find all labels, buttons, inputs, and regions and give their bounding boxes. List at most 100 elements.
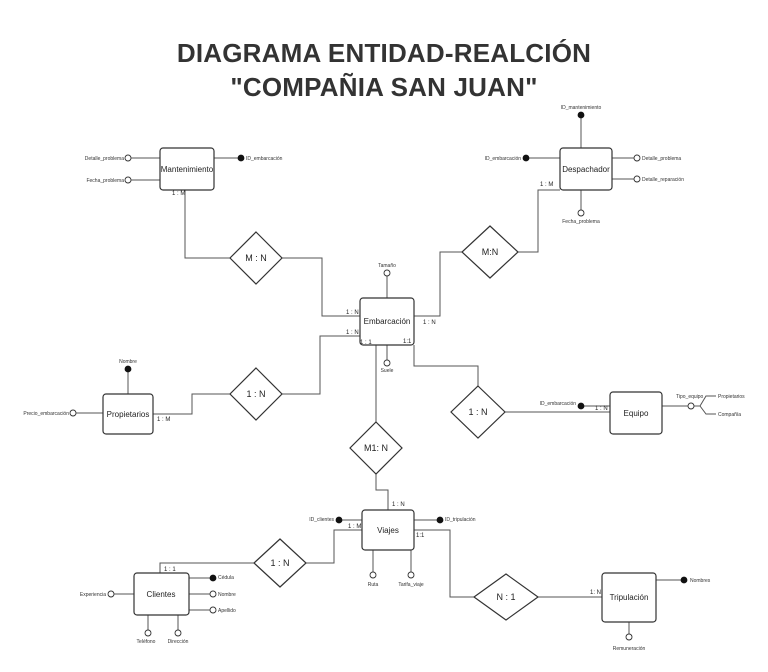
attr-desp-id-emb: ID_embarcación [485, 156, 522, 162]
connector-desp-rel [518, 189, 560, 253]
entity-despachador-label: Despachador [562, 165, 610, 174]
attr-via-tarifa: Tarifa_viaje [398, 582, 424, 588]
attr-via-id-clientes: ID_clientes [309, 517, 334, 523]
relationship-prop-emb-label: 1 : N [246, 389, 265, 399]
attr-marker-desp-fecha [577, 209, 585, 217]
entity-despachador[interactable]: Despachador [559, 147, 613, 191]
entity-mantenimiento[interactable]: Mantenimiento [159, 147, 215, 191]
attr-marker-cli-experiencia [107, 590, 115, 598]
attr-marker-emb-suele [383, 359, 391, 367]
attr-mant-fecha: Fecha_problema [86, 178, 124, 184]
attr-mant-id-emb: ID_embarcación [246, 156, 283, 162]
relationship-emb-equipo-label: 1 : N [468, 407, 487, 417]
attr-marker-cli-nombre [209, 590, 217, 598]
cardinality-emb-b2: 1:1 [403, 339, 412, 345]
attr-prop-precio: Precio_embarcación [23, 411, 69, 417]
attr-desp-detalle: Detalle_problema [642, 156, 681, 162]
entity-propietarios[interactable]: Propietarios [102, 393, 154, 435]
relationship-viajes-trip[interactable]: N : 1 [472, 573, 540, 621]
attr-marker-desp-detalle [633, 154, 641, 162]
key-marker-mant-id-emb [237, 154, 245, 162]
attr-desp-fecha: Fecha_problema [562, 219, 600, 225]
cardinality-prop: 1 : M [157, 417, 170, 423]
attr-marker-trip-remuneracion [625, 633, 633, 641]
cardinality-clientes: 1 : 1 [164, 567, 176, 573]
entity-tripulacion[interactable]: Tripulación [601, 572, 657, 623]
attr-trip-nombres: Nombres [690, 578, 711, 584]
key-marker-eq-id-emb [577, 402, 585, 410]
relationship-viajes-clientes-label: 1 : N [270, 558, 289, 568]
key-marker-desp-id-mant [577, 111, 585, 119]
cardinality-desp: 1 : M [540, 182, 553, 188]
attr-via-id-trip: ID_tripulación [445, 517, 476, 523]
entity-viajes[interactable]: Viajes [361, 509, 415, 551]
entity-mantenimiento-label: Mantenimiento [161, 165, 214, 174]
diagram-title-line1: DIAGRAMA ENTIDAD-REALCIÓN [176, 38, 592, 68]
attribute-markers [69, 111, 695, 641]
entity-equipo[interactable]: Equipo [609, 391, 663, 435]
connector-rel-prop [153, 393, 230, 415]
attr-marker-mant-detalle [124, 154, 132, 162]
connector-lines [153, 189, 610, 598]
attr-eq-id-emb: ID_embarcación [540, 401, 577, 407]
key-marker-prop-nombre [124, 365, 132, 373]
connector-emb-rel-prop [282, 335, 360, 395]
connector-rel-clientes [159, 562, 254, 573]
attr-prop-nombre: Nombre [119, 359, 137, 365]
entity-clientes-label: Clientes [147, 590, 176, 599]
attribute-labels: Detalle_problema Fecha_problema ID_embar… [23, 105, 745, 652]
relationship-desp-emb[interactable]: M:N [461, 225, 519, 279]
attr-emb-suele: Suele [381, 368, 394, 374]
relationship-viajes-trip-label: N : 1 [496, 592, 515, 602]
relationship-desp-emb-label: M:N [482, 247, 499, 257]
entity-viajes-label: Viajes [377, 526, 399, 535]
attr-marker-emb-tamano [383, 269, 391, 277]
key-marker-via-id-clientes [335, 516, 343, 524]
attr-marker-prop-precio [69, 409, 77, 417]
cardinality-emb-right: 1 : N [423, 320, 436, 326]
attr-eq-compania: Compañía [718, 412, 741, 418]
cardinality-viajes-left: 1 : M [348, 524, 361, 530]
key-marker-trip-nombres [680, 576, 688, 584]
attr-desp-id-mant: ID_mantenimiento [561, 105, 602, 111]
attr-mant-detalle: Detalle_problema [85, 156, 124, 162]
attr-desp-detalle-rep: Detalle_reparación [642, 177, 684, 183]
relationship-mant-emb-label: M : N [245, 253, 267, 263]
cardinality-emb-left2: 1 : N [346, 330, 359, 336]
attr-marker-via-ruta [369, 571, 377, 579]
key-marker-cli-cedula [209, 574, 217, 582]
attr-cli-direccion: Dirección [168, 639, 189, 645]
cardinality-labels: 1 : M 1 : M 1 : N 1 : N 1 : N 1 : 1 1:1 … [157, 182, 608, 596]
attr-cli-apellido: Apellido [218, 608, 236, 614]
attr-eq-tipo: Tipo_equipo [676, 394, 704, 400]
cardinality-viajes-top: 1 : N [392, 502, 405, 508]
attr-trip-remuneracion: Remuneración [613, 646, 646, 652]
connector-mant-rel [184, 190, 230, 259]
entity-equipo-label: Equipo [624, 409, 649, 418]
relationship-mant-emb[interactable]: M : N [229, 231, 283, 285]
attr-marker-cli-direccion [174, 629, 182, 637]
attr-cli-telefono: Teléfono [137, 639, 156, 645]
key-marker-via-id-trip [436, 516, 444, 524]
attr-eq-propietarios: Propietarios [718, 394, 745, 400]
relationship-prop-emb[interactable]: 1 : N [229, 367, 283, 421]
attr-marker-eq-tipo [687, 402, 695, 410]
attr-marker-mant-fecha [124, 176, 132, 184]
entity-clientes[interactable]: Clientes [133, 572, 190, 616]
connector-rel-viajes [375, 474, 389, 510]
entity-embarcacion[interactable]: Embarcación [359, 297, 415, 346]
attr-marker-via-tarifa [407, 571, 415, 579]
relationship-emb-viajes-label: M1: N [364, 443, 388, 453]
attr-cli-experiencia: Experiencia [80, 592, 106, 598]
cardinality-equipo: 1 : N [595, 406, 608, 412]
attr-emb-tamano: Tamaño [378, 263, 396, 269]
connector-rel-emb-mant [282, 257, 360, 317]
connector-viajes-rel-cli [306, 529, 362, 564]
relationship-emb-viajes[interactable]: M1: N [349, 421, 403, 475]
entity-tripulacion-label: Tripulación [610, 593, 649, 602]
relationship-viajes-clientes[interactable]: 1 : N [253, 538, 307, 588]
entity-embarcacion-label: Embarcación [364, 317, 411, 326]
connector-viajes-rel-trip [414, 529, 474, 598]
relationship-emb-equipo[interactable]: 1 : N [450, 385, 506, 439]
